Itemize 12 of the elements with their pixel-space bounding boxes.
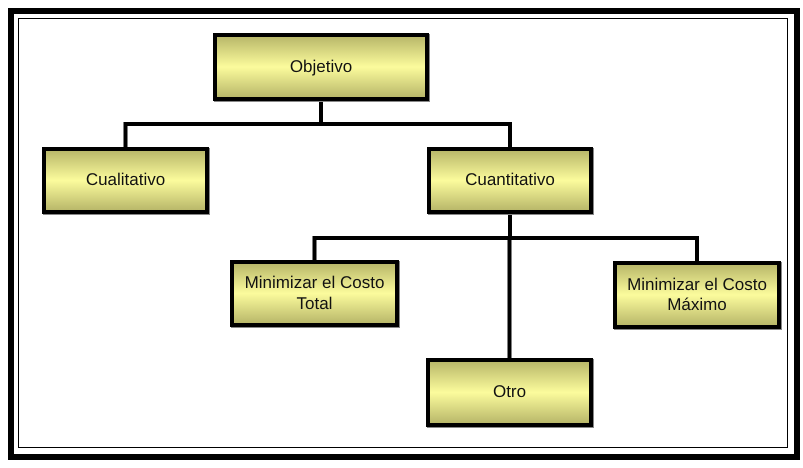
node-box [213,33,429,101]
node-box [230,260,399,327]
node-label: Cualitativo [86,170,166,191]
node-box [42,147,209,214]
node-box [427,147,593,214]
node-label: Objetivo [290,56,352,78]
node-label: Otro [492,382,526,403]
node-box [613,261,781,329]
node-label: Minimizar el Costo Total [244,273,386,314]
node-label: Minimizar el Costo Máximo [626,274,768,316]
node-label: Cuantitativo [465,170,555,191]
node-box [426,358,593,427]
